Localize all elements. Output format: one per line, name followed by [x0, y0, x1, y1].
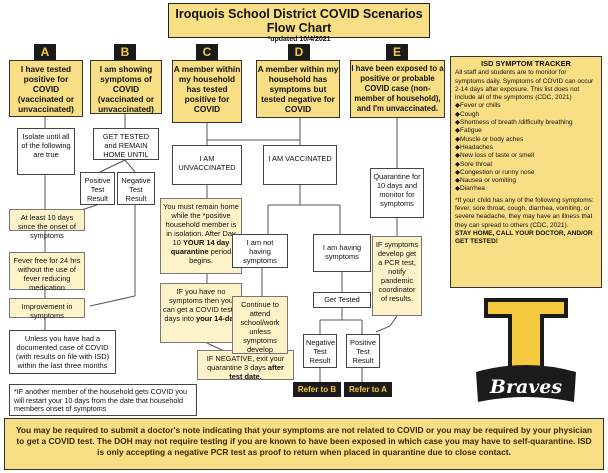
no-symptoms-test-box: IF you have no symptoms then you can get… — [160, 283, 242, 343]
symptom-list: Fever or chills Cough Shortness of breat… — [455, 102, 597, 193]
ten-days-box: At least 10 days since the onset of symp… — [9, 209, 85, 240]
continue-attend-box: Continue to attend school/work unless sy… — [232, 296, 288, 354]
symptom-tracker: ISD SYMPTOM TRACKER All staff and studen… — [450, 56, 602, 288]
column-letter-b: B — [114, 44, 136, 61]
symptom-item: Muscle or body aches — [455, 136, 597, 144]
column-letter-d: D — [288, 44, 310, 61]
remain-home-box: You must remain home while the *positive… — [160, 198, 242, 274]
get-tested-box: GET TESTED and REMAIN HOME UNTIL — [93, 128, 159, 160]
fever-free-box: Fever free for 24 hrs without the use of… — [9, 252, 85, 292]
having-symptoms-box: I am having symptoms — [313, 234, 371, 272]
refer-to-a-button[interactable]: Refer to A — [344, 382, 392, 397]
symptom-item: Cough — [455, 111, 597, 119]
logo-text: Braves — [489, 376, 563, 398]
fourteen-day-bold: your 14-day — [196, 314, 238, 323]
isolate-box: Isolate until all of the following are t… — [17, 128, 75, 175]
symptom-item: Sore throat — [455, 161, 597, 169]
big-i-icon — [484, 298, 568, 368]
symptom-item: Headaches — [455, 144, 597, 152]
improvement-box: Improvement in symptoms — [9, 298, 85, 320]
not-having-symptoms-box: I am not having symptoms — [232, 234, 288, 268]
vaccinated-box: I AM VACCINATED — [263, 145, 337, 185]
scenario-b-box: I am showing symptoms of COVID (vaccinat… — [90, 60, 162, 114]
symptom-item: Congestion or runny nose — [455, 169, 597, 177]
symptom-item: Diarrhea — [455, 185, 597, 193]
get-tested-d-box: Get Tested — [313, 292, 371, 308]
remain-home-text: You must remain home while the *positive… — [163, 202, 239, 247]
documented-case-box: Unless you have had a documented case of… — [9, 330, 116, 374]
if-negative-box: IF NEGATIVE, exit your quarantine 3 days… — [197, 350, 294, 381]
column-letter-c: C — [196, 44, 218, 61]
symptom-item: Fever or chills — [455, 102, 597, 110]
period-begins-text: period begins. — [189, 247, 232, 265]
symptom-item: Nausea or vomiting — [455, 177, 597, 185]
tracker-title: ISD SYMPTOM TRACKER — [481, 59, 571, 68]
if-negative-text: IF NEGATIVE, exit your quarantine 3 days — [206, 354, 285, 372]
refer-to-b-button[interactable]: Refer to B — [293, 382, 341, 397]
column-letter-a: A — [34, 44, 56, 61]
chart-title: Iroquois School District COVID Scenarios… — [175, 7, 423, 35]
scenario-e-box: I have been exposed to a positive or pro… — [350, 60, 445, 118]
positive-test-box: Positive Test Result — [80, 172, 115, 205]
negative-test-d-box: Negative Test Result — [303, 334, 337, 368]
quarantine-box: Quarantine for 10 days and monitor for s… — [370, 168, 424, 218]
positive-test-d-box: Positive Test Result — [346, 334, 380, 368]
chart-subtitle: *updated 10/4/2021 — [267, 36, 331, 43]
no-symptoms-text: IF you have no symptoms then you can get… — [163, 287, 239, 323]
household-note-box: *IF another member of the household gets… — [9, 384, 197, 416]
braves-logo: Braves — [476, 298, 576, 402]
if-symptoms-develop-box: IF symptoms develop get a PCR test, noti… — [372, 236, 422, 316]
symptom-item: Fatigue — [455, 127, 597, 135]
quarantine-begins-bold: YOUR 14 day quarantine — [170, 238, 230, 256]
footer-notice: You may be required to submit a doctor's… — [4, 418, 604, 470]
unvaccinated-box: I AM UNVACCINATED — [172, 145, 242, 185]
column-letter-e: E — [386, 44, 408, 61]
after-test-date-bold: after test date. — [229, 363, 284, 381]
symptom-item: Shortness of breath /difficulty breathin… — [455, 119, 597, 127]
scenario-d-box: A member within my household has symptom… — [256, 60, 340, 118]
chart-header: Iroquois School District COVID Scenarios… — [168, 3, 430, 43]
tracker-cta: STAY HOME, CALL YOUR DOCTOR, AND/OR GET … — [455, 229, 593, 246]
negative-test-box: Negative Test Result — [117, 172, 155, 205]
scenario-c-box: A member within my household has tested … — [172, 60, 242, 123]
scenario-a-box: I have tested positive for COVID (vaccin… — [9, 60, 83, 117]
tracker-intro: All staff and students are to monitor fo… — [455, 69, 594, 102]
symptom-item: New loss of taste or smell — [455, 152, 597, 160]
tracker-note: *If your child has any of the following … — [455, 196, 594, 229]
